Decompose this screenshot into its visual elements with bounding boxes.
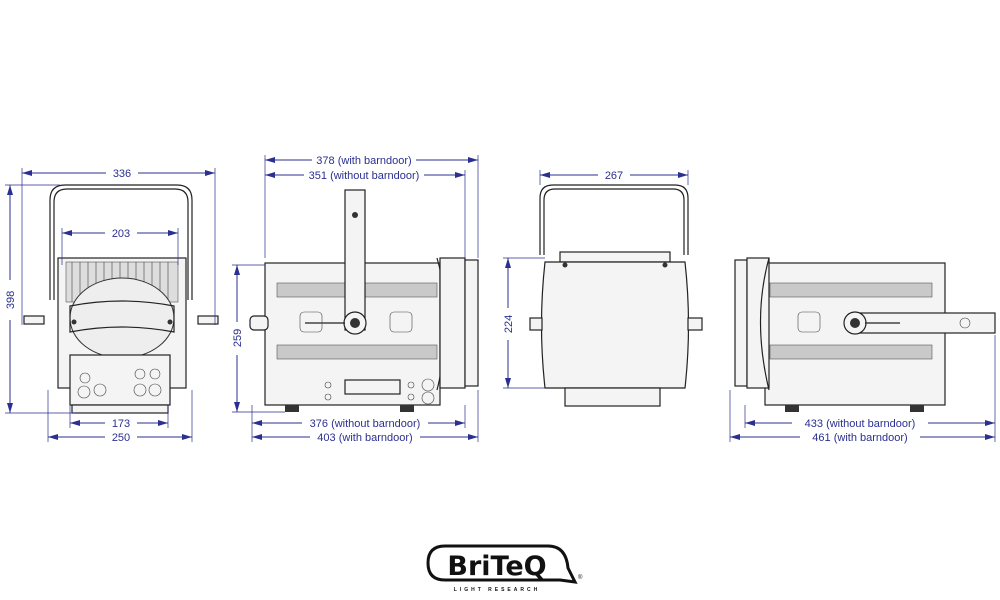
dim-376-without-barndoor: 376 (without barndoor) xyxy=(310,418,421,430)
logo-tagline: LIGHT RESEARCH xyxy=(454,587,540,593)
side-view-mirrored xyxy=(734,257,996,412)
dim-267: 267 xyxy=(605,170,623,182)
dim-433-without-barndoor: 433 (without barndoor) xyxy=(805,418,916,430)
dim-336: 336 xyxy=(113,168,131,180)
registered-mark: ® xyxy=(578,574,583,581)
dim-203: 203 xyxy=(112,228,130,240)
dim-173: 173 xyxy=(112,418,130,430)
dim-351-without-barndoor: 351 (without barndoor) xyxy=(309,170,420,182)
yoke xyxy=(49,184,193,300)
dim-250: 250 xyxy=(112,432,130,444)
dim-259: 259 xyxy=(232,329,244,347)
side-view xyxy=(249,189,479,412)
dim-461-with-barndoor: 461 (with barndoor) xyxy=(812,432,907,444)
logo-wordmark: BriTeQ xyxy=(447,551,546,582)
side-dimensions: 378 (with barndoor) 351 (without barndoo… xyxy=(232,155,478,444)
front-dimensions: 336 398 203 173 250 xyxy=(5,168,215,444)
dim-224: 224 xyxy=(503,315,515,333)
side-mirrored-dimensions: 433 (without barndoor) 461 (with barndoo… xyxy=(730,335,995,444)
dim-398: 398 xyxy=(5,291,17,309)
rear-dimensions: 267 224 xyxy=(503,170,688,388)
briteq-logo: BriTeQ ® LIGHT RESEARCH xyxy=(426,544,583,593)
front-view xyxy=(23,184,219,414)
rear-view xyxy=(529,184,703,407)
dim-403-with-barndoor: 403 (with barndoor) xyxy=(317,432,412,444)
dim-378-with-barndoor: 378 (with barndoor) xyxy=(316,155,411,167)
